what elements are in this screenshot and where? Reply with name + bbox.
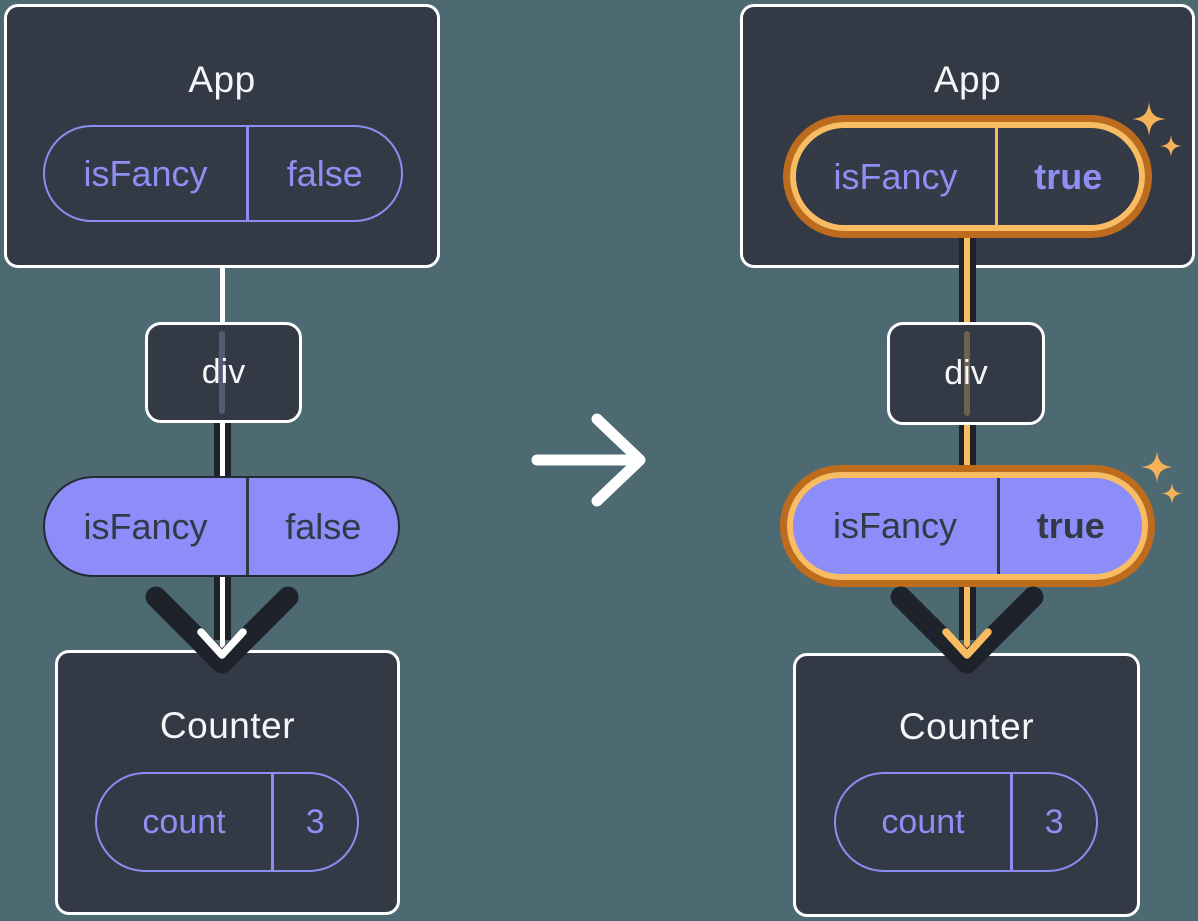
state-value-label: false (286, 152, 363, 194)
pill-divider (246, 127, 249, 220)
app-state-pill-before: isFancy false (43, 125, 403, 222)
state-key-label: count (881, 803, 965, 841)
prop-pill-after: isFancy true (793, 478, 1142, 574)
highlight-ring-inner: isFancy true (790, 122, 1145, 231)
state-value-label: 3 (1044, 803, 1064, 841)
prop-key-label: isFancy (83, 505, 208, 547)
prop-key-label: isFancy (832, 505, 958, 546)
highlight-ring-inner: isFancy true (787, 472, 1148, 580)
counter-title-before: Counter (159, 705, 296, 746)
counter-state-pill-after: count 3 (834, 772, 1098, 872)
div-card-after: div (887, 322, 1045, 425)
app-state-pill-after: isFancy true (796, 128, 1139, 225)
pill-divider (246, 478, 249, 575)
counter-state-pill-before: count 3 (95, 772, 359, 872)
highlight-ring-prop: isFancy true (780, 465, 1155, 587)
div-label-after: div (944, 354, 988, 392)
prop-value-label: true (1036, 505, 1105, 546)
highlight-ring-app-state: isFancy true (783, 115, 1152, 238)
state-value-label: 3 (305, 803, 325, 841)
pill-divider (1010, 774, 1013, 870)
edge-line-before (219, 268, 225, 648)
state-value-label: true (1034, 155, 1103, 197)
app-title-after: App (933, 59, 1002, 100)
div-card-before: div (145, 322, 302, 423)
prop-pill-before: isFancy false (43, 476, 400, 577)
div-label-before: div (201, 353, 246, 391)
pass-through-stripe (964, 331, 970, 416)
state-flow-orange-after (964, 238, 970, 650)
state-key-label: isFancy (83, 152, 208, 194)
transition-arrow-icon (531, 413, 646, 507)
pill-divider (271, 774, 274, 870)
pass-through-stripe (219, 331, 225, 414)
state-key-label: isFancy (833, 155, 958, 197)
pill-divider (995, 128, 998, 225)
prop-value-label: false (285, 505, 362, 547)
state-key-label: count (142, 803, 226, 841)
app-title-before: App (188, 59, 256, 100)
counter-title-after: Counter (898, 706, 1035, 747)
pill-divider (997, 478, 1000, 574)
